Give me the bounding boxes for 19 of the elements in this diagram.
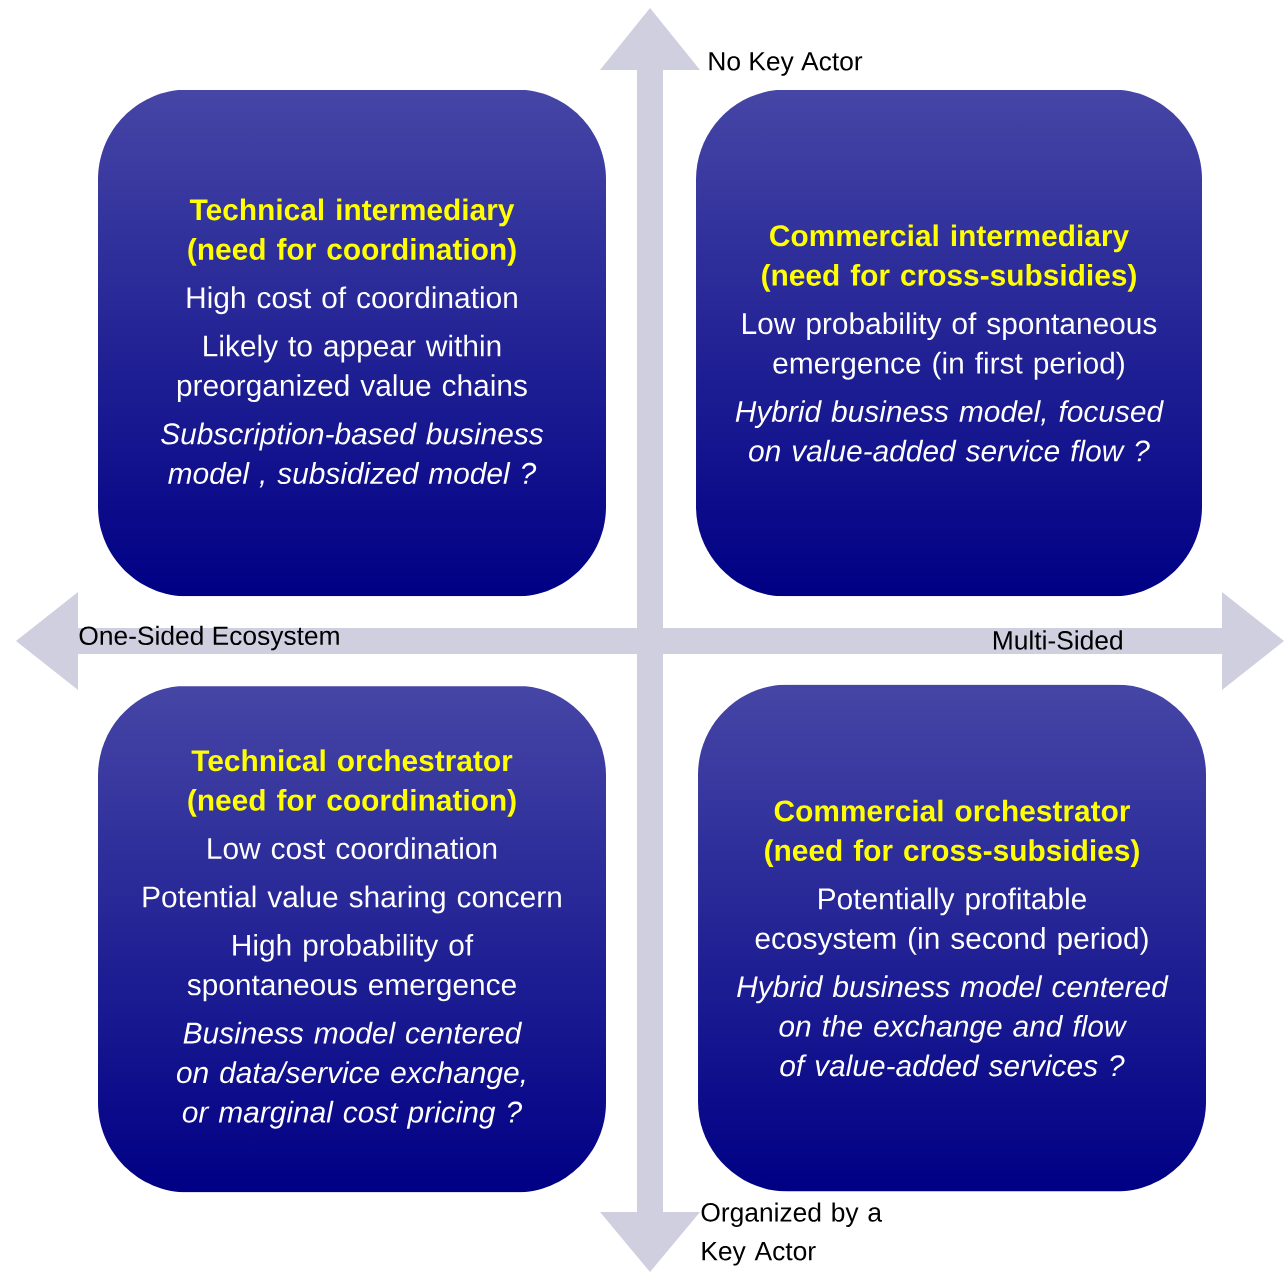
business-model-note: Business model centered on data/service exchange, or marginal cost pricing ?	[176, 1021, 525, 1129]
business-model-note: Hybrid business model centered on the exchange and flow of value-added services ?	[737, 975, 1169, 1077]
box-title: Technical orchestrator (need for coordination)	[188, 749, 516, 817]
box-text: Low cost coordination	[208, 837, 497, 860]
box-title: Commercial orchestrator (need for cross-subsidies)	[765, 799, 1139, 867]
axis-label: Organized by a Key Actor	[701, 1202, 882, 1266]
box-title: Commercial intermediary (need for cross-subsidies)	[762, 224, 1136, 292]
box-title: Technical intermediary (need for coordination)	[188, 198, 516, 266]
box-text: High probability of spontaneous emergence	[187, 933, 516, 1002]
box-text: High cost of coordination	[187, 286, 517, 315]
axis-label: No Key Actor	[709, 52, 863, 76]
box-text: Potential value sharing concern	[143, 885, 561, 914]
axis-label: One-Sided Ecosystem	[79, 625, 339, 651]
axis-label: Multi-Sided	[993, 630, 1122, 650]
box-text: Likely to appear within preorganized value chains	[177, 334, 527, 403]
box-text: Potentially profitable ecosystem (in second period)	[755, 887, 1148, 955]
box-text: Low probability of spontaneous emergence (in first period)	[743, 312, 1157, 380]
business-model-note: Subscription-based business model , subsidized model ?	[161, 422, 544, 488]
business-model-note: Hybrid business model, focused on value-added service flow ?	[735, 400, 1164, 462]
